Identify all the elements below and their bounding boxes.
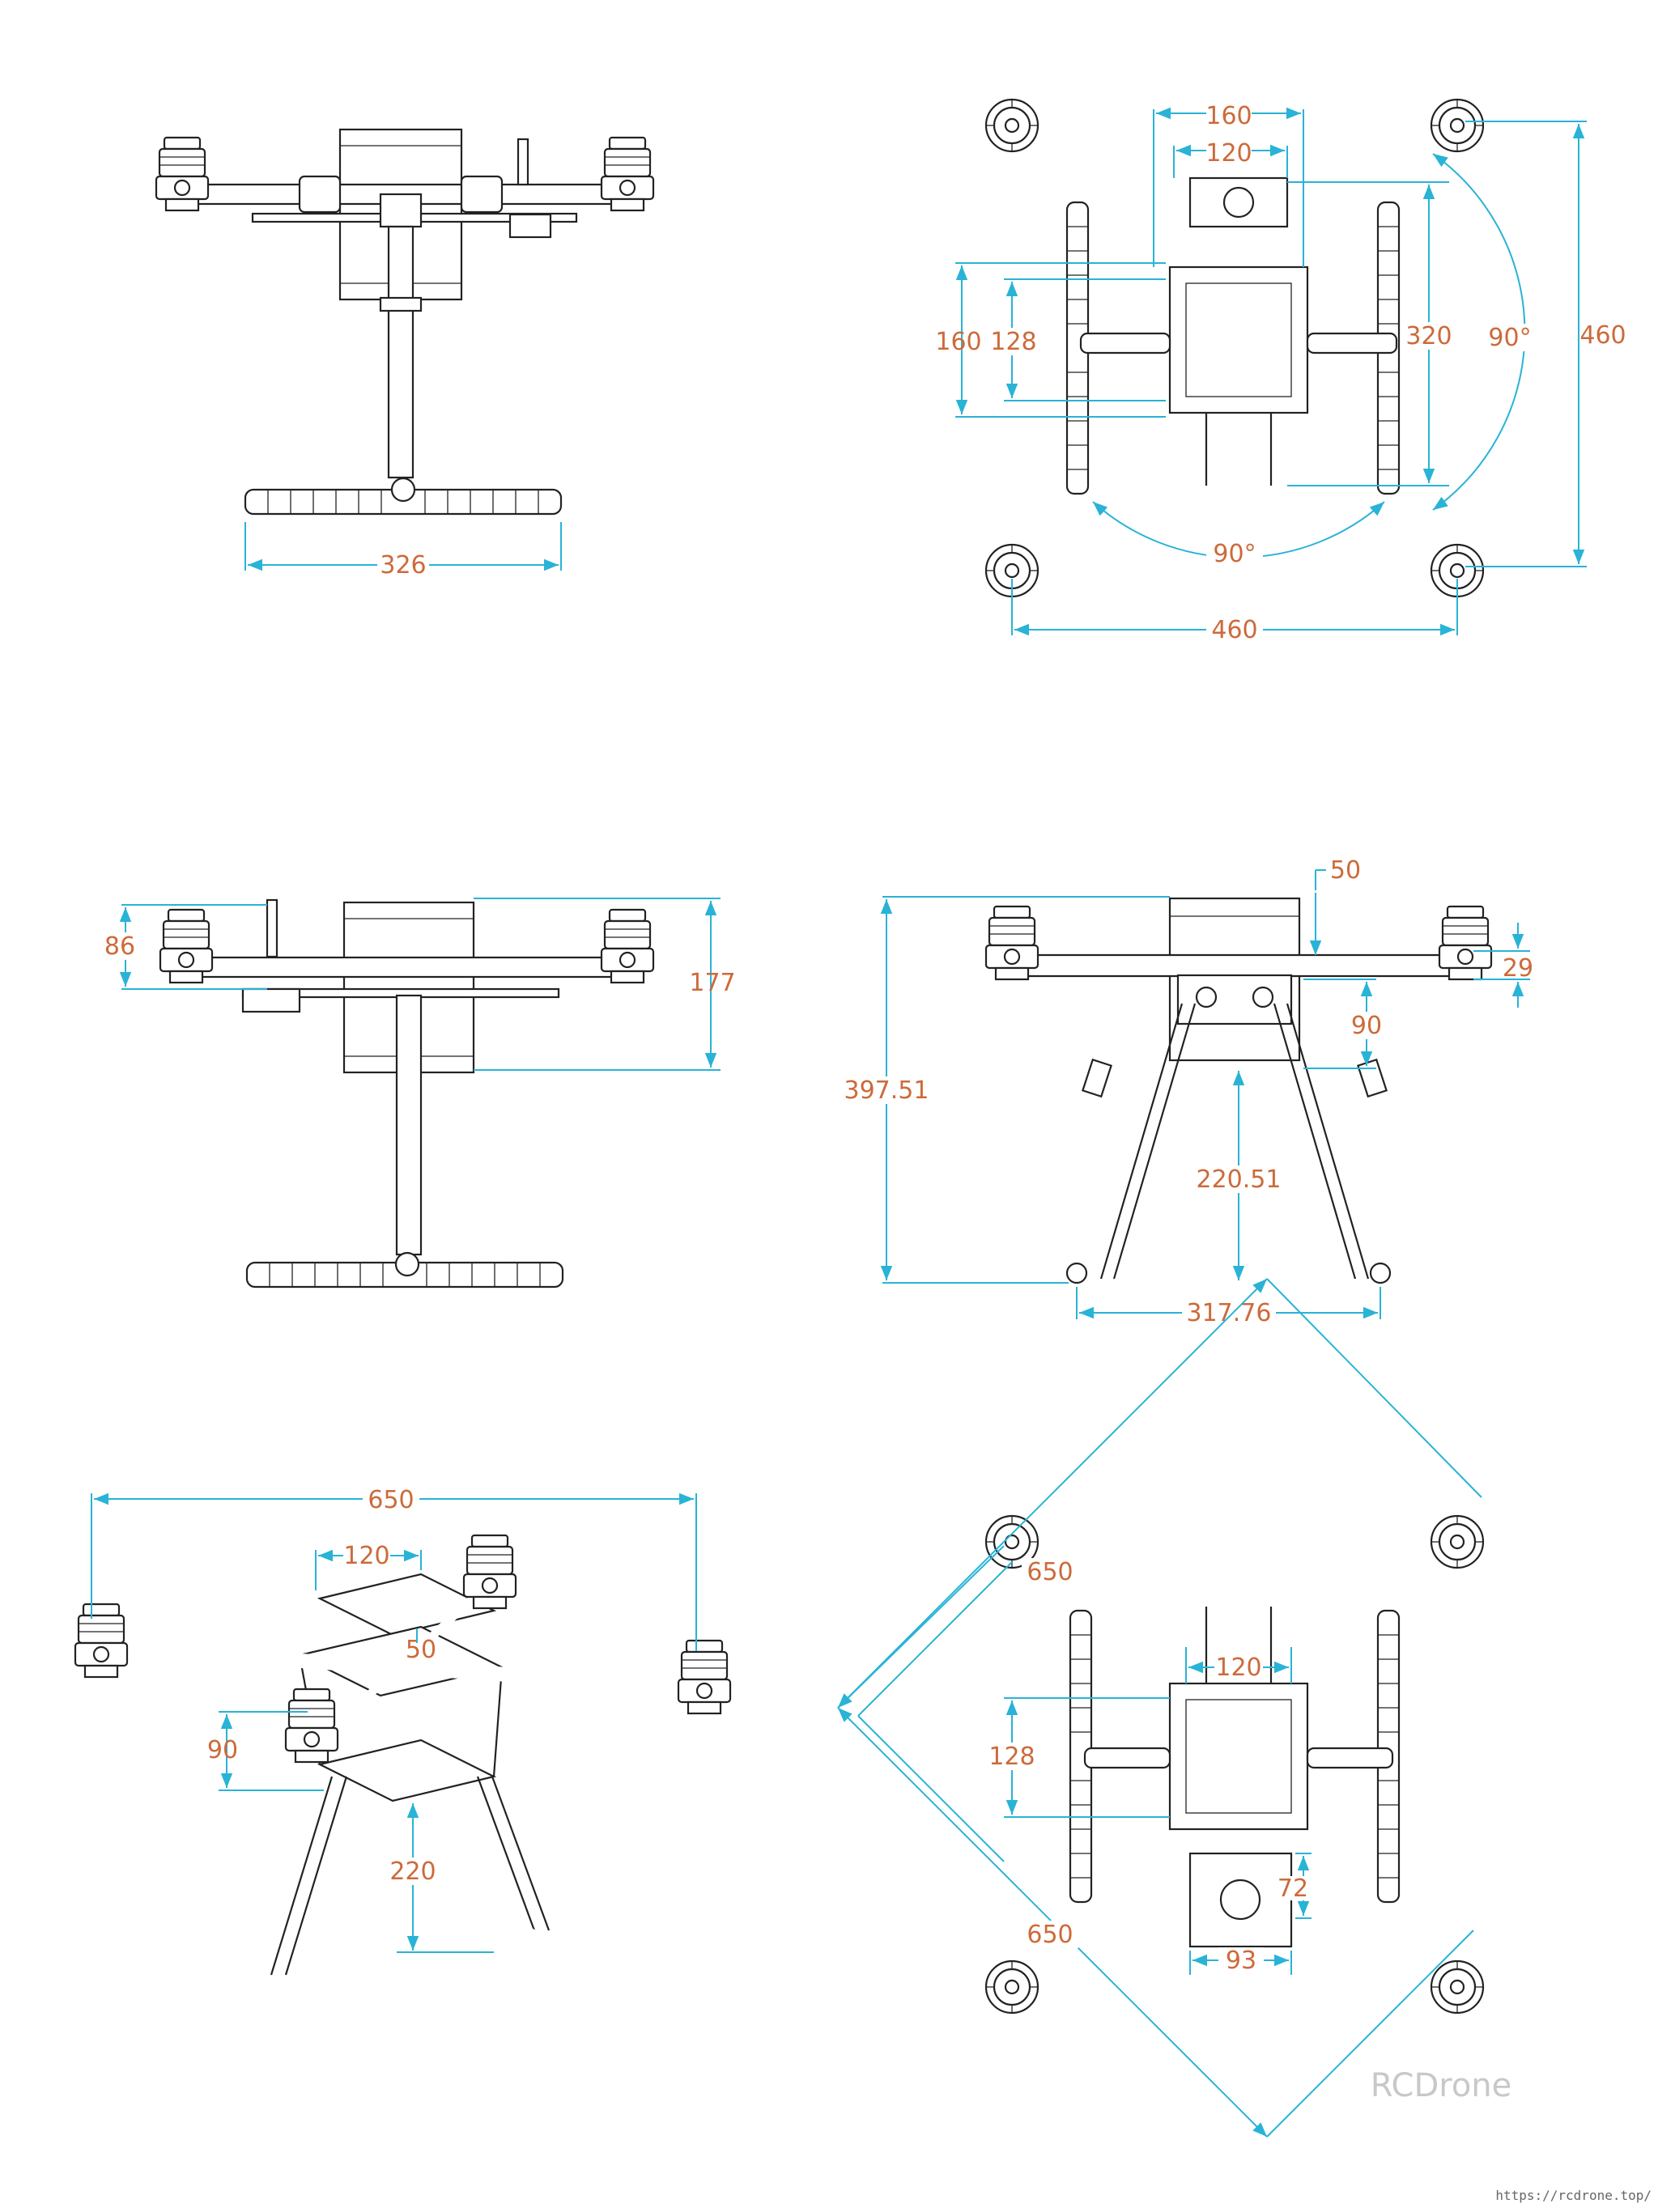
dim-label: 220 bbox=[389, 1857, 436, 1886]
dim-label: 50 bbox=[406, 1636, 436, 1664]
dim-label: 90 bbox=[207, 1736, 238, 1764]
dim-label: 177 bbox=[689, 969, 735, 997]
dim-label: 120 bbox=[343, 1542, 389, 1570]
iso-dimensions: 650 120 50 90 220 bbox=[91, 1486, 697, 1953]
dim-label: 120 bbox=[1215, 1654, 1261, 1682]
dim-label: 460 bbox=[1579, 321, 1626, 350]
dim-label: 326 bbox=[380, 551, 426, 580]
front-view-mid bbox=[159, 898, 655, 1289]
source-url: https://rcdrone.top/ bbox=[1495, 2188, 1652, 2203]
dim-label: 160 bbox=[935, 328, 981, 356]
dim-label: 320 bbox=[1405, 322, 1452, 350]
dim-label: 397.51 bbox=[844, 1076, 929, 1105]
front-view-top bbox=[155, 128, 655, 516]
front-view-mid-dimensions: 86 177 bbox=[97, 898, 736, 1071]
top-view bbox=[984, 98, 1485, 598]
dim-label: 90° bbox=[1488, 324, 1531, 352]
brand-watermark: RCDrone bbox=[1371, 2067, 1512, 2104]
dim-label: 50 bbox=[1330, 856, 1361, 885]
dim-label: 650 bbox=[368, 1486, 414, 1514]
dim-label: 650 bbox=[1027, 1921, 1073, 1949]
dim-label: 29 bbox=[1503, 954, 1533, 983]
dim-label: 220.51 bbox=[1197, 1165, 1282, 1194]
dim-label: 86 bbox=[104, 932, 135, 961]
bottom-view-dimensions: 650 650 120 128 72 93 bbox=[837, 1278, 1482, 2138]
dim-label: 120 bbox=[1205, 139, 1252, 168]
dim-label: 72 bbox=[1278, 1874, 1308, 1903]
dim-326: 326 bbox=[244, 522, 562, 580]
dim-label: 650 bbox=[1027, 1558, 1073, 1586]
dim-label: 160 bbox=[1205, 102, 1252, 130]
dim-label: 128 bbox=[988, 1743, 1035, 1771]
side-view-dimensions: 397.51 50 29 90 220.51 317.76 bbox=[842, 856, 1533, 1327]
dim-label: 90 bbox=[1351, 1012, 1382, 1040]
dim-label: 460 bbox=[1211, 616, 1257, 644]
dim-label: 128 bbox=[990, 328, 1036, 356]
dim-label: 317.76 bbox=[1187, 1299, 1272, 1327]
isometric-view bbox=[74, 1534, 732, 2040]
dim-label: 93 bbox=[1226, 1947, 1256, 1975]
side-view bbox=[984, 897, 1493, 1284]
dim-label: 90° bbox=[1213, 540, 1256, 568]
top-view-dimensions: 160 120 160 128 320 90° 90° bbox=[935, 102, 1626, 644]
